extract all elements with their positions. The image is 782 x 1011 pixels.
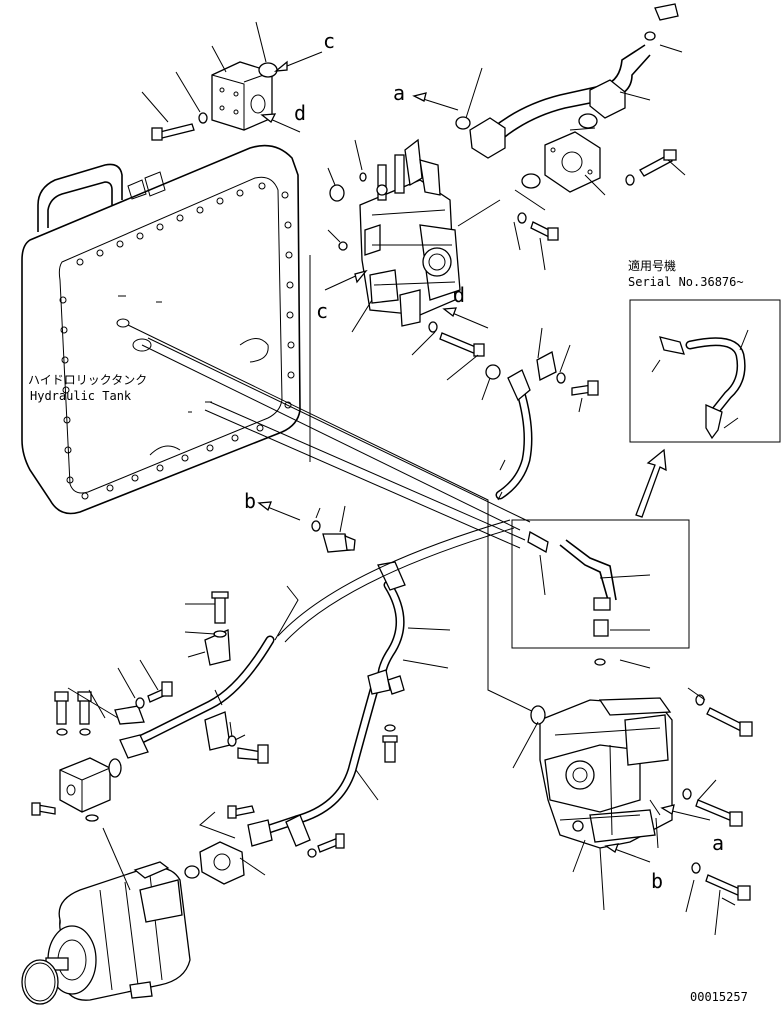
bolt-9 bbox=[695, 694, 753, 737]
gasket bbox=[85, 814, 99, 822]
label-b-bottom: b bbox=[651, 869, 663, 893]
bolt-3 bbox=[517, 212, 559, 241]
o-ring-9 bbox=[530, 705, 546, 725]
tank-bolt-holes bbox=[59, 182, 295, 500]
tank-name-en: Hydraulic Tank bbox=[30, 389, 132, 403]
bolt-7 bbox=[31, 802, 56, 816]
label-b-left: b bbox=[244, 489, 256, 513]
clamp-1 bbox=[536, 351, 599, 396]
hose-valve-to-pump bbox=[495, 369, 533, 500]
bolt-8 bbox=[227, 805, 345, 858]
leader-lines bbox=[67, 21, 736, 936]
flange-block bbox=[211, 61, 273, 131]
clamp-2 bbox=[204, 591, 231, 666]
clamp-3 bbox=[204, 711, 269, 764]
bolt-1 bbox=[151, 112, 208, 141]
o-ring-6 bbox=[359, 172, 367, 182]
o-ring-4 bbox=[329, 184, 345, 202]
direction-arrows bbox=[257, 51, 711, 863]
return-pipes bbox=[127, 324, 541, 716]
label-c-top: c bbox=[323, 29, 335, 53]
o-ring-a bbox=[578, 113, 598, 129]
hydraulic-pump bbox=[21, 861, 191, 1005]
bolt-10 bbox=[682, 788, 743, 827]
o-ring-8 bbox=[108, 758, 122, 778]
flange-hose-end bbox=[247, 814, 311, 847]
adapter-block bbox=[59, 757, 111, 813]
o-ring-10 bbox=[594, 658, 606, 666]
inset-applicability: 適用号機 bbox=[628, 258, 676, 273]
drawing-number: 00015257 bbox=[690, 990, 748, 1004]
label-a-top: a bbox=[393, 81, 405, 105]
split-flange bbox=[544, 131, 601, 193]
bolt-11 bbox=[691, 862, 751, 901]
clamp-4 bbox=[114, 681, 173, 725]
fitting-b bbox=[311, 520, 356, 553]
label-c-mid: c bbox=[316, 299, 328, 323]
flange-pump bbox=[184, 841, 245, 885]
inset-serial bbox=[629, 299, 781, 443]
label-a-bottom: a bbox=[712, 831, 724, 855]
bolt-2 bbox=[625, 149, 677, 186]
bolt-5 bbox=[382, 724, 398, 763]
inset-arrow bbox=[635, 448, 667, 518]
bolt-4 bbox=[428, 321, 485, 357]
o-ring-2 bbox=[521, 173, 541, 189]
tank-name-jp: ハイドロリックタンク bbox=[28, 373, 147, 387]
o-ring-3 bbox=[455, 116, 471, 130]
o-ring-5 bbox=[338, 241, 348, 251]
o-ring-7 bbox=[485, 364, 501, 380]
pipe-top-right bbox=[469, 3, 679, 159]
control-valve bbox=[359, 138, 461, 327]
bolt-6 bbox=[54, 691, 92, 736]
hose-lower bbox=[255, 561, 406, 837]
label-d-top: d bbox=[294, 101, 306, 125]
o-ring-c bbox=[258, 62, 278, 78]
label-d-mid: d bbox=[453, 283, 465, 307]
hydraulic-tank bbox=[21, 144, 311, 515]
main-valve bbox=[539, 697, 673, 849]
inset-fitting bbox=[511, 519, 690, 649]
hose-suction bbox=[119, 519, 515, 759]
inset-serial-number: Serial No.36876~ bbox=[628, 275, 744, 289]
